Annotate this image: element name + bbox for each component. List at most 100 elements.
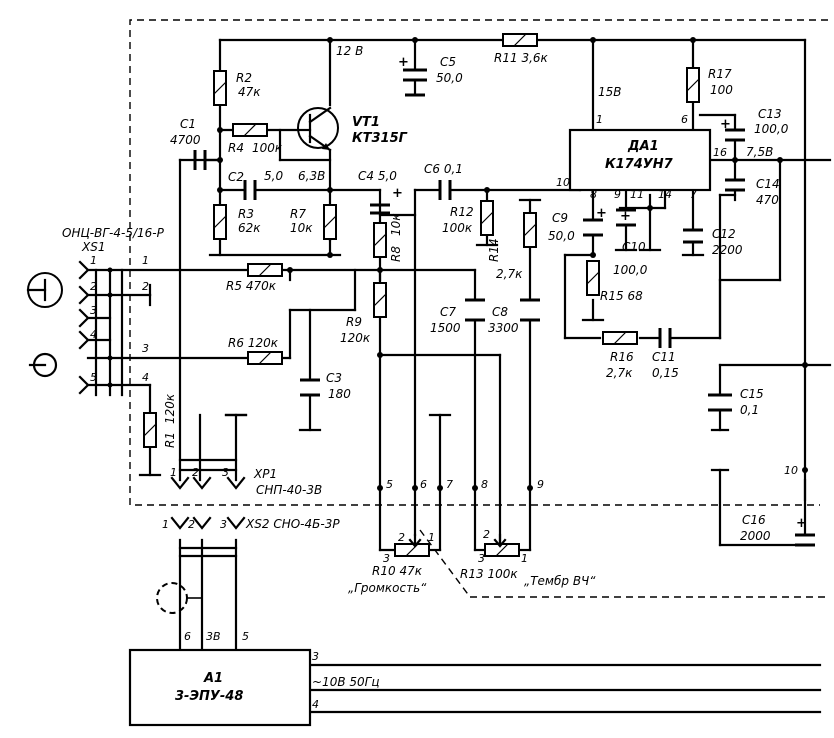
xs1-pin-5: 5 xyxy=(90,371,97,384)
r4-ref: R4 xyxy=(228,141,244,155)
capacitor-c3 xyxy=(300,378,320,397)
capacitor-c5 xyxy=(403,68,427,97)
resistor-r9 xyxy=(373,282,387,318)
c16-ref: C16 xyxy=(742,513,766,527)
a1-supply: ~10В 50Гц xyxy=(312,675,380,689)
c14-ref: C14 xyxy=(756,177,780,191)
r10-pin-1: 1 xyxy=(428,531,435,544)
vt1-ref: VT1 xyxy=(352,115,380,130)
connector-xp1 xyxy=(170,476,246,490)
ic-pin-1: 1 xyxy=(596,113,603,126)
a1-out-3: 3 xyxy=(312,650,319,663)
net-label-2: 2 xyxy=(142,280,149,293)
r8-value: 10к xyxy=(389,213,403,236)
resistor-r14 xyxy=(523,212,537,248)
c15-value: 0,1 xyxy=(740,403,759,417)
r2-ref: R2 xyxy=(236,71,252,85)
resistor-r12 xyxy=(480,200,494,236)
c8-ref: C8 xyxy=(492,305,508,319)
c14-value: 470 xyxy=(756,193,779,207)
resistor-r13 xyxy=(484,533,520,557)
ic-pin-9: 9 xyxy=(614,188,621,201)
voltage-6-3v: 6,3В xyxy=(298,169,325,183)
resistor-r1 xyxy=(143,412,157,448)
c5-value: 50,0 xyxy=(436,71,463,85)
net-label-4: 4 xyxy=(142,371,149,384)
xs2-pin-2: 2 xyxy=(188,518,195,531)
r10-pin-3: 3 xyxy=(383,552,390,565)
r13-name: „Тембр ВЧ“ xyxy=(524,574,596,588)
r7-ref: R7 xyxy=(290,207,306,221)
net-label-10: 10 xyxy=(784,464,798,477)
r11-label: R11 3,6к xyxy=(494,51,549,65)
connector-xs1 xyxy=(78,260,98,397)
net-label-6: 6 xyxy=(420,478,427,491)
voltage-15v: 15В xyxy=(598,85,622,99)
r3-value: 62к xyxy=(238,221,261,235)
r1-ref: R1 xyxy=(163,432,177,448)
resistor-r5 xyxy=(247,263,283,277)
xp1-pin-2: 2 xyxy=(192,466,199,479)
ic-pin-11: 11 xyxy=(630,188,644,201)
xs2-pin-1: 1 xyxy=(162,518,169,531)
c15-ref: C15 xyxy=(740,387,764,401)
a1-pin-3v: 3В xyxy=(206,630,221,643)
resistor-r4 xyxy=(232,123,268,137)
resistor-r17 xyxy=(686,67,700,103)
junctions xyxy=(107,37,808,491)
r7-value: 10к xyxy=(290,221,313,235)
xp1-pin-1: 1 xyxy=(170,466,177,479)
ic-pin-16: 16 xyxy=(713,146,727,159)
net-label-8: 8 xyxy=(481,478,488,491)
c4-plus: + xyxy=(392,186,403,201)
capacitor-c9 xyxy=(583,218,603,237)
net-label-5: 5 xyxy=(386,478,393,491)
resistor-r8 xyxy=(373,222,387,258)
capacitor-c6 xyxy=(438,180,452,200)
c16-value: 2000 xyxy=(740,529,771,543)
ic-pin-14: 14 xyxy=(658,188,672,201)
r13-pin-1: 1 xyxy=(521,552,528,565)
c11-ref: C11 xyxy=(652,350,676,364)
capacitor-c7 xyxy=(465,298,485,322)
xs2-pin-3: 3 xyxy=(220,518,227,531)
resistor-r10 xyxy=(394,533,430,557)
c4-label: C4 5,0 xyxy=(358,169,397,183)
c1-value: 4700 xyxy=(170,133,201,147)
c12-ref: C12 xyxy=(712,227,736,241)
c13-value: 100,0 xyxy=(754,122,789,136)
r12-ref: R12 xyxy=(450,205,474,219)
capacitor-c2 xyxy=(243,180,257,200)
capacitor-c14 xyxy=(725,178,745,192)
labels: ОНЦ-ВГ-4-5/16-Р XS1 1 2 3 4 5 1 2 3 4 R2… xyxy=(62,44,807,711)
c3-ref: C3 xyxy=(326,371,342,385)
c13-plus: + xyxy=(720,117,731,132)
r17-value: 100 xyxy=(710,83,733,97)
ground-marks xyxy=(148,293,248,417)
resistor-r2 xyxy=(213,70,227,106)
board-enclosure xyxy=(129,19,828,598)
resistor-r11 xyxy=(502,33,538,47)
capacitor-c1 xyxy=(193,150,207,170)
ic-ref: ДА1 xyxy=(627,139,659,154)
c7-value: 1500 xyxy=(430,321,461,335)
capacitor-c10 xyxy=(616,208,636,227)
c1-ref: C1 xyxy=(180,117,196,131)
transistor-vt1 xyxy=(297,106,339,152)
c3-value: 180 xyxy=(328,387,351,401)
r15-label: R15 68 xyxy=(600,289,643,303)
module-a1 xyxy=(128,648,312,727)
c2-value: 5,0 xyxy=(264,169,283,183)
r10-pin-2: 2 xyxy=(398,531,405,544)
c5-plus: + xyxy=(398,55,409,70)
resistor-r3 xyxy=(213,204,227,240)
c16-plus: + xyxy=(796,516,807,531)
r8-ref: R8 xyxy=(389,246,403,262)
r4-value: 100к xyxy=(252,141,283,155)
xp1-pin-3: 3 xyxy=(222,466,229,479)
r14-value: 2,7к xyxy=(496,267,523,281)
c13-ref: C13 xyxy=(758,107,782,121)
ic-pin-6: 6 xyxy=(681,113,688,126)
net-label-9: 9 xyxy=(537,478,544,491)
